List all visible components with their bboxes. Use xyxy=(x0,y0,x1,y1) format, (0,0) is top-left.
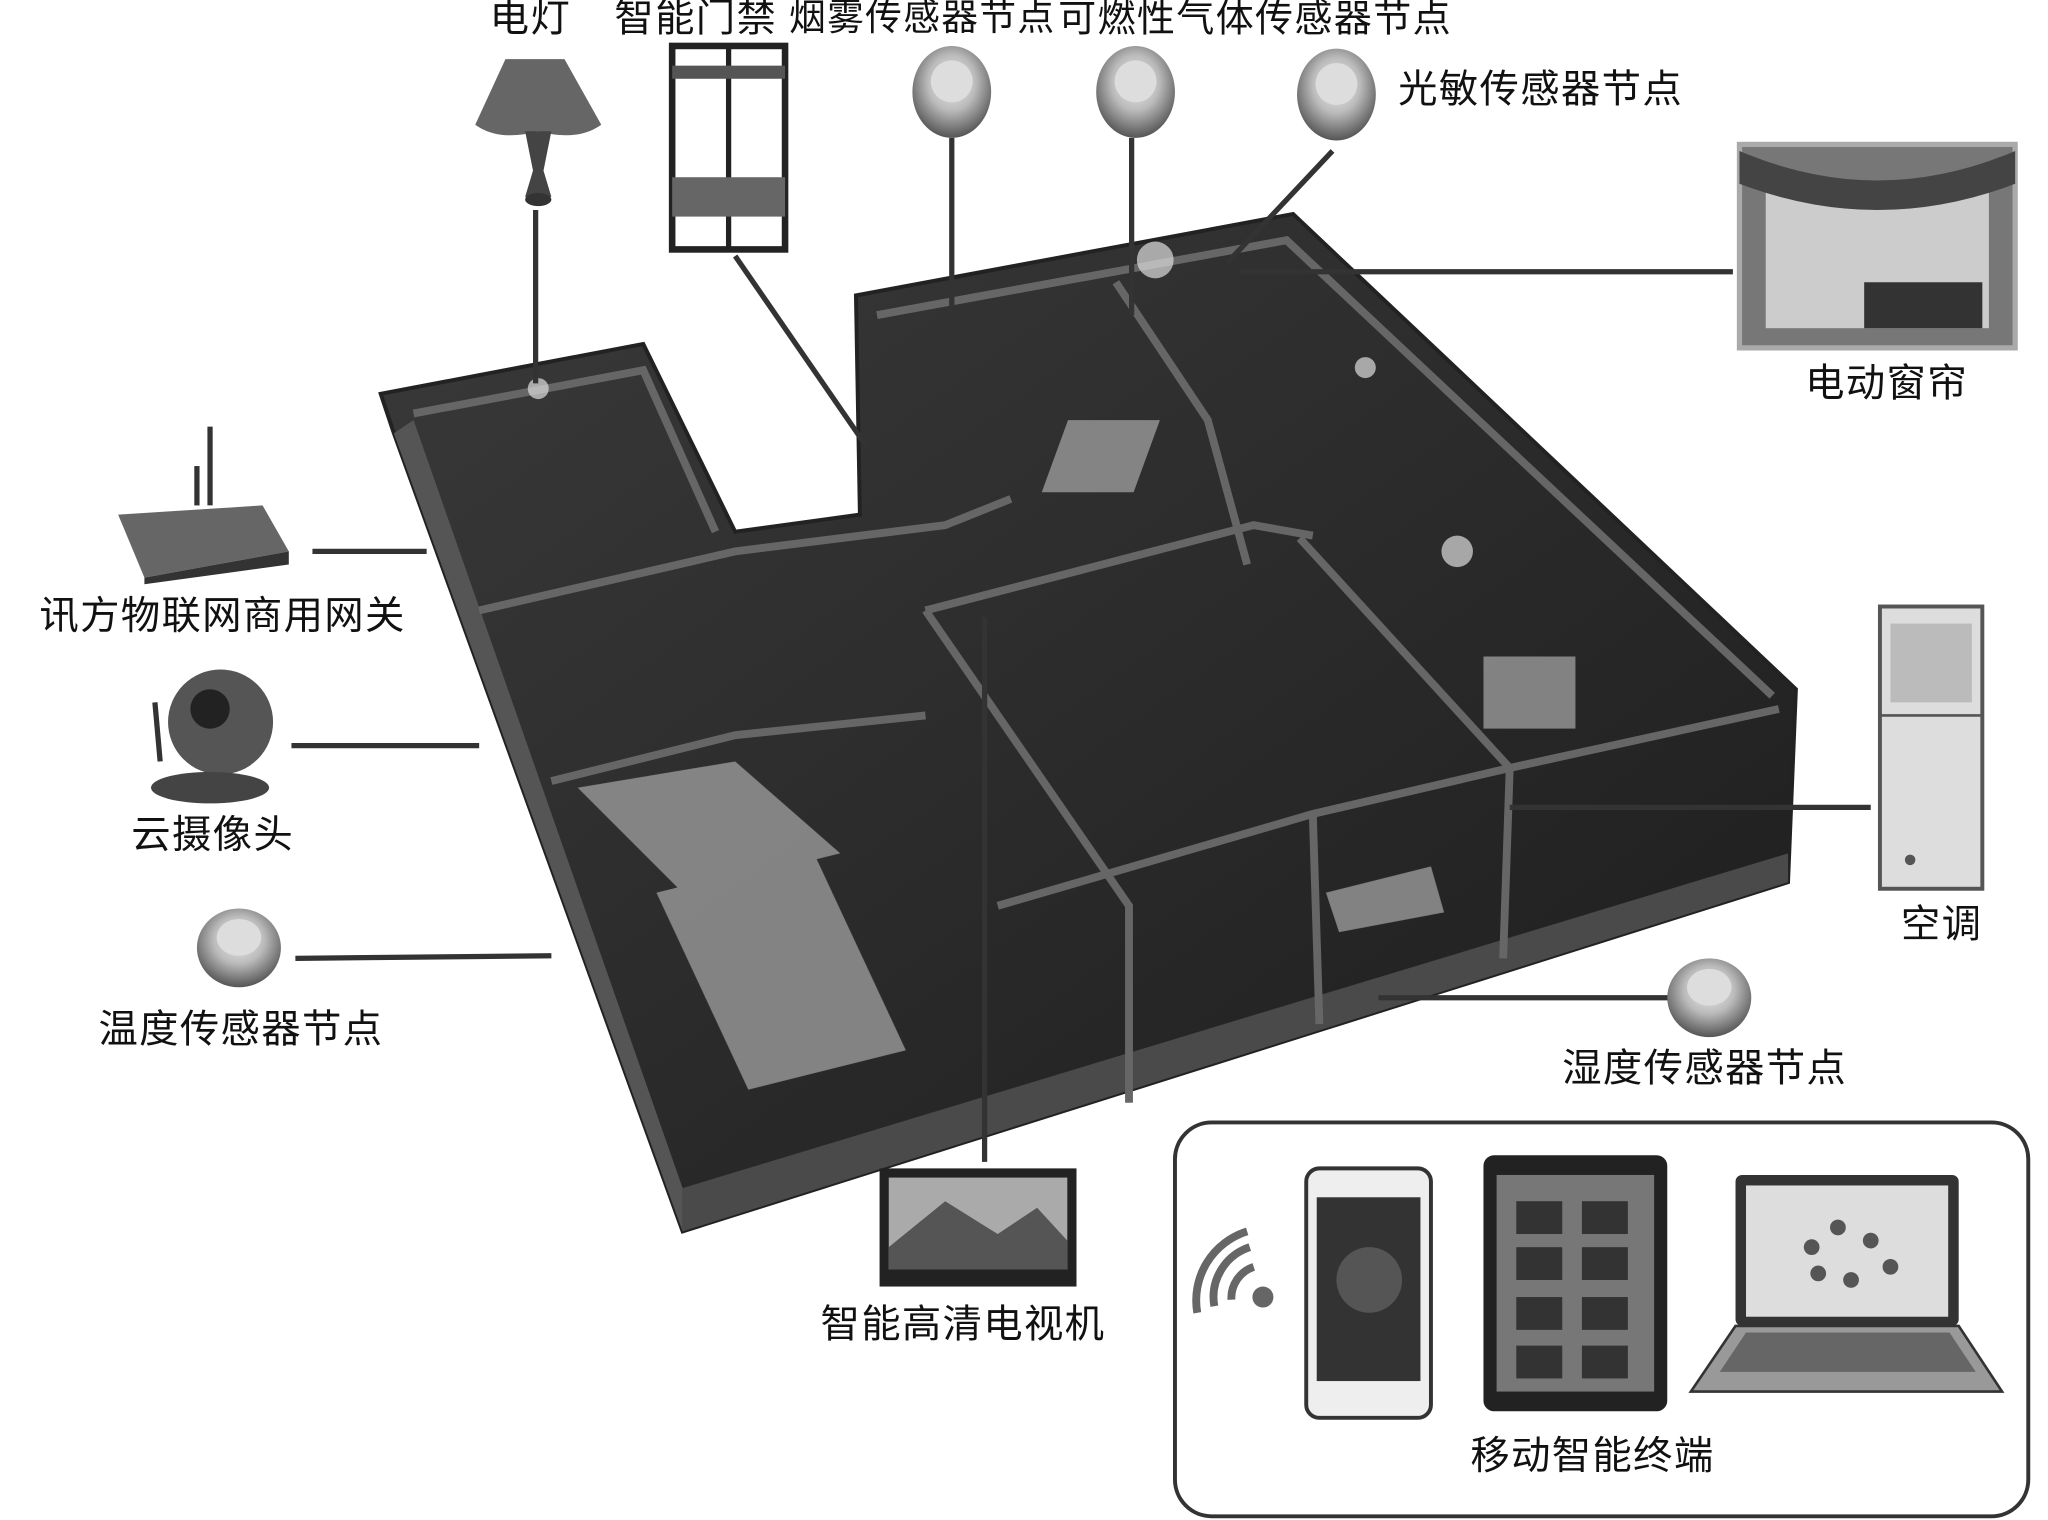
label-air-conditioner: 空调 xyxy=(1900,901,1983,948)
label-camera: 云摄像头 xyxy=(131,812,295,859)
gas-sensor-icon xyxy=(1096,45,1175,138)
label-curtain: 电动窗帘 xyxy=(1805,361,1968,407)
label-tv: 智能高清电视机 xyxy=(820,1302,1106,1349)
light-sensor-icon xyxy=(1297,48,1376,141)
label-light-sensor: 光敏传感器节点 xyxy=(1398,66,1684,113)
wifi-icon xyxy=(1192,1227,1256,1314)
label-humidity-sensor: 湿度传感器节点 xyxy=(1562,1046,1848,1093)
laptop-icon xyxy=(1688,1174,2005,1393)
label-temp-sensor: 温度传感器节点 xyxy=(98,1006,384,1053)
lamp-icon xyxy=(475,59,602,207)
air-conditioner-icon xyxy=(1877,604,1985,891)
label-gateway: 讯方物联网商用网关 xyxy=(39,593,406,640)
label-smoke-sensor: 烟雾传感器节点 xyxy=(788,0,1056,40)
smoke-sensor-icon xyxy=(912,45,992,138)
connector-lines xyxy=(291,137,1871,1162)
smart-door-icon xyxy=(668,42,789,253)
motorized-curtain-photo xyxy=(1736,141,2018,351)
humidity-sensor-icon xyxy=(1667,958,1752,1038)
house-floorplan xyxy=(378,211,1798,1234)
tablet-icon xyxy=(1483,1155,1668,1412)
label-mobile-terminal: 移动智能终端 xyxy=(1470,1433,1715,1480)
label-lamp: 电灯 xyxy=(489,0,572,43)
label-gas-sensor: 可燃性气体传感器节点 xyxy=(1058,0,1452,41)
gateway-router-icon xyxy=(118,426,289,585)
mobile-terminals-box xyxy=(1172,1120,2031,1519)
smart-tv-icon xyxy=(879,1168,1077,1287)
smartphone-icon xyxy=(1304,1166,1433,1420)
cloud-camera-icon xyxy=(150,669,274,804)
temp-sensor-icon xyxy=(196,908,281,988)
label-door-access: 智能门禁 xyxy=(614,0,778,43)
